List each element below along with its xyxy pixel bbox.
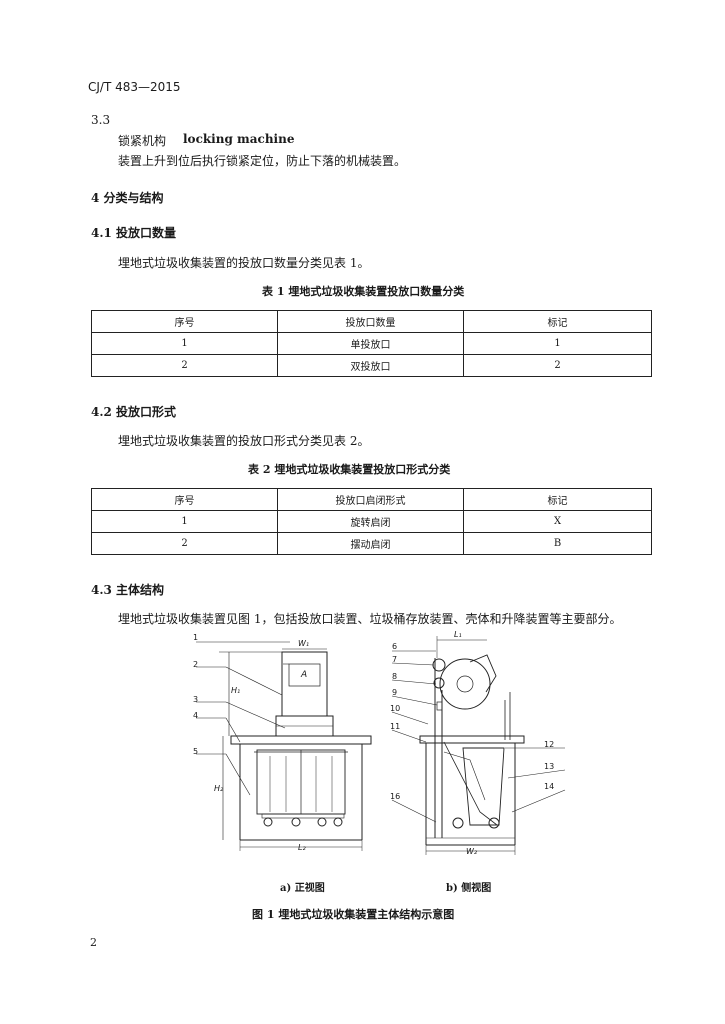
- section-4-2-paragraph: 埋地式垃圾收集装置的投放口形式分类见表 2。: [118, 434, 370, 448]
- side-view-drawing: [391, 636, 566, 855]
- table-1-header-cell: 投放口数量: [277, 310, 464, 333]
- table-2: 序号 投放口启闭形式 标记 1 旋转启闭 X 2 摆动启闭 B: [91, 488, 652, 555]
- side-label-14: 14: [544, 782, 555, 791]
- front-view-drawing: [196, 641, 372, 851]
- table-cell: 2: [91, 532, 278, 555]
- side-label-7: 7: [392, 655, 398, 664]
- figure-caption-b: b) 侧视图: [446, 883, 492, 894]
- dim-H2: H₂: [214, 784, 224, 793]
- table-2-title: 表 2 埋地式垃圾收集装置投放口形式分类: [248, 463, 451, 476]
- table-2-header-cell: 投放口启闭形式: [277, 488, 464, 511]
- table-cell: 双投放口: [277, 354, 464, 377]
- standard-code: CJ/T 483—2015: [88, 80, 181, 94]
- side-label-13: 13: [544, 762, 555, 771]
- term-definition: 装置上升到位后执行锁紧定位，防止下落的机械装置。: [118, 154, 407, 168]
- figure-caption: 图 1 埋地式垃圾收集装置主体结构示意图: [252, 908, 455, 921]
- section-4-1-heading: 4.1 投放口数量: [91, 226, 177, 240]
- table-cell: 1: [91, 332, 278, 355]
- table-row: 1 单投放口 1: [91, 332, 652, 355]
- side-label-16: 16: [390, 792, 401, 801]
- side-label-9: 9: [392, 688, 398, 697]
- table-cell: 1: [463, 332, 652, 355]
- side-label-11: 11: [390, 722, 401, 731]
- table-2-header-row: 序号 投放口启闭形式 标记: [91, 488, 652, 511]
- dim-L2: L₂: [298, 843, 306, 852]
- term-chinese: 锁紧机构: [118, 134, 167, 148]
- table-row: 2 双投放口 2: [91, 354, 652, 377]
- side-label-12: 12: [544, 740, 555, 749]
- front-label-2: 2: [193, 660, 199, 669]
- front-label-5: 5: [193, 747, 199, 756]
- table-1-header-cell: 标记: [463, 310, 652, 333]
- table-2-header-cell: 标记: [463, 488, 652, 511]
- section-4-2-heading: 4.2 投放口形式: [91, 405, 177, 419]
- dim-W2: W₂: [466, 847, 478, 856]
- front-label-3: 3: [193, 695, 199, 704]
- side-label-6: 6: [392, 642, 398, 651]
- table-2-header-cell: 序号: [91, 488, 278, 511]
- section-3-3-number: 3.3: [91, 113, 111, 127]
- table-cell: 单投放口: [277, 332, 464, 355]
- section-4-heading: 4 分类与结构: [91, 191, 164, 205]
- table-row: 2 摆动启闭 B: [91, 532, 652, 555]
- front-label-1: 1: [193, 633, 199, 642]
- table-cell: 2: [463, 354, 652, 377]
- section-4-1-paragraph: 埋地式垃圾收集装置的投放口数量分类见表 1。: [118, 256, 370, 270]
- page-number: 2: [90, 936, 97, 949]
- side-label-8: 8: [392, 672, 398, 681]
- table-cell: 摆动启闭: [277, 532, 464, 555]
- table-1-header-row: 序号 投放口数量 标记: [91, 310, 652, 333]
- dim-L1: L₁: [454, 630, 462, 639]
- dim-W1: W₁: [298, 639, 310, 648]
- side-label-10: 10: [390, 704, 401, 713]
- table-cell: 2: [91, 354, 278, 377]
- section-4-3-heading: 4.3 主体结构: [91, 583, 165, 597]
- table-cell: 旋转启闭: [277, 510, 464, 533]
- figure-caption-a: a) 正视图: [280, 883, 325, 894]
- table-cell: 1: [91, 510, 278, 533]
- table-1-title: 表 1 埋地式垃圾收集装置投放口数量分类: [262, 285, 465, 298]
- term-english: locking machine: [183, 132, 295, 146]
- table-1-header-cell: 序号: [91, 310, 278, 333]
- front-label-4: 4: [193, 711, 199, 720]
- table-cell: B: [463, 532, 652, 555]
- table-row: 1 旋转启闭 X: [91, 510, 652, 533]
- section-4-3-paragraph: 埋地式垃圾收集装置见图 1，包括投放口装置、垃圾桶存放装置、壳体和升降装置等主要…: [118, 612, 622, 626]
- dim-A: A: [301, 670, 308, 680]
- table-cell: X: [463, 510, 652, 533]
- table-1: 序号 投放口数量 标记 1 单投放口 1 2 双投放口 2: [91, 310, 652, 377]
- dim-H1: H₁: [231, 686, 241, 695]
